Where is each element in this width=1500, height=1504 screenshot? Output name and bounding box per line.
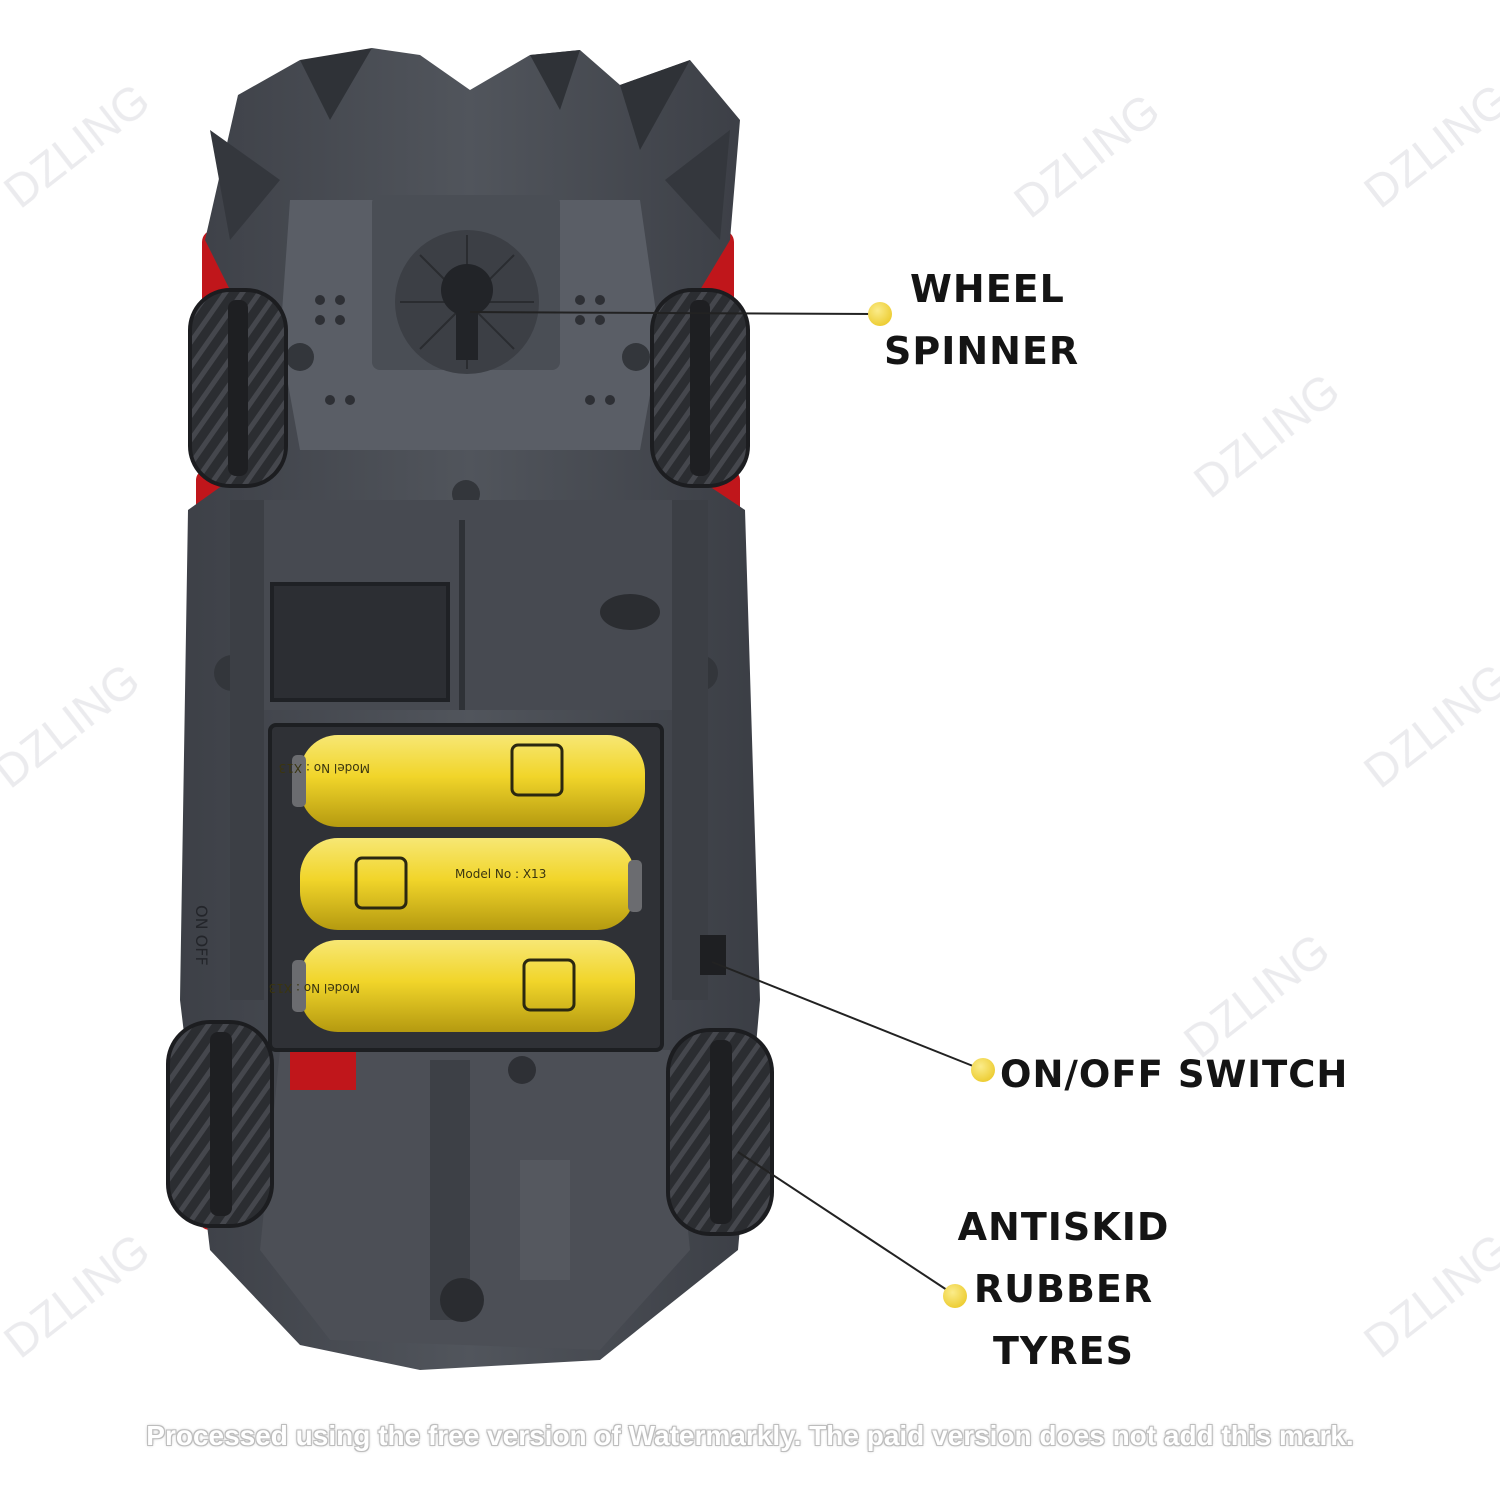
battery-model-text: Model No : X13	[269, 981, 360, 995]
tyres	[166, 288, 774, 1236]
on-off-switch-marker	[971, 1058, 995, 1082]
front-right-wheel	[650, 288, 750, 488]
on-off-switch	[700, 935, 726, 975]
antiskid-line2: RUBBER	[973, 1267, 1154, 1311]
watermark-brand-text: DZLING	[1354, 1223, 1500, 1368]
watermark-brand-text: DZLING	[0, 1223, 159, 1368]
switch-printed-label: ON OFF	[192, 905, 211, 966]
watermark-footer-text: Processed using the free version of Wate…	[146, 1420, 1354, 1451]
watermark-brand-text: DZLING	[1184, 363, 1349, 508]
battery-model-text: Model No : X13	[455, 867, 546, 881]
on-off-switch-label: ON/OFF SWITCH	[1000, 1053, 1349, 1096]
wheel-spinner-label: WHEEL SPINNER	[884, 258, 1079, 382]
battery: Model No : X13	[300, 838, 642, 930]
wheel-spinner-line2: SPINNER	[884, 329, 1080, 373]
callout-leaders	[469, 302, 995, 1308]
antiskid-tyres-label: ANTISKID RUBBER TYRES	[956, 1196, 1171, 1382]
battery-compartment: Model No : X13 Model No : X13 Model No :…	[192, 723, 726, 1052]
wheel-spinner-line1: WHEEL	[910, 267, 1065, 311]
on-off-switch-leader	[711, 961, 979, 1069]
watermark-brand-text: DZLING	[1354, 73, 1500, 218]
wheel-spinner-leader	[469, 311, 875, 315]
antiskid-line3: TYRES	[992, 1329, 1135, 1373]
rear-right-wheel	[666, 1028, 774, 1236]
watermark-brand-text: DZLING	[0, 73, 159, 218]
antiskid-line1: ANTISKID	[957, 1205, 1170, 1249]
antiskid-leader	[737, 1151, 951, 1293]
battery: Model No : X13	[269, 940, 635, 1032]
watermark-brand-text: DZLING	[1004, 83, 1169, 228]
front-left-wheel	[188, 288, 288, 488]
battery: Model No : X13	[279, 735, 645, 827]
watermark-brand-text: DZLING	[1354, 653, 1500, 798]
wheel-spinner-marker	[868, 302, 892, 326]
rear-left-wheel	[166, 1020, 274, 1228]
antiskid-marker	[943, 1284, 967, 1308]
watermark-brand-text: DZLING	[0, 653, 149, 798]
battery-model-text: Model No : X13	[279, 761, 370, 775]
